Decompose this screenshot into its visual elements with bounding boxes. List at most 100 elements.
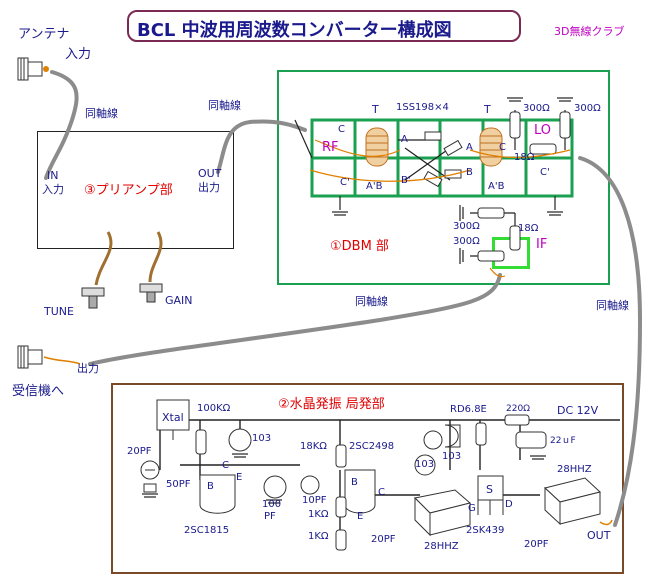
oscillator-block bbox=[111, 383, 624, 574]
dbm-r300-a: 300Ω bbox=[523, 103, 550, 114]
tune-knob-icon bbox=[81, 231, 113, 309]
trimmer-capacitor-icon bbox=[140, 460, 160, 493]
coax-label-4: 同軸線 bbox=[596, 299, 629, 312]
preamp-title: ③プリアンプ部 bbox=[84, 183, 173, 198]
fet-d-label: D bbox=[505, 499, 513, 510]
coil2-label: 28HHZ bbox=[557, 464, 592, 475]
tune-label: TUNE bbox=[44, 305, 74, 318]
preamp-block bbox=[37, 131, 234, 249]
capacitor-icons bbox=[228, 428, 443, 499]
lo-port-label: LO bbox=[534, 123, 552, 138]
c10pf-label: 10PF bbox=[302, 495, 327, 506]
c100pf-label: 100 bbox=[262, 499, 282, 510]
r18k-label: 18KΩ bbox=[300, 441, 327, 452]
transformer-icon-1 bbox=[365, 127, 389, 167]
tr1-part-label: 2SC1815 bbox=[184, 525, 230, 536]
transformer-1-label: T bbox=[372, 103, 379, 116]
electrolytic-capacitor-icon bbox=[515, 431, 547, 449]
c20pf-c-label: 20PF bbox=[524, 539, 549, 550]
tr2-b-label: B bbox=[351, 477, 358, 488]
dc-supply-label: DC 12V bbox=[557, 404, 599, 417]
fet-part-label: 2SK439 bbox=[466, 525, 505, 536]
r220-label: 220Ω bbox=[506, 404, 531, 414]
tr2-e-label: E bbox=[357, 511, 364, 522]
dbm-c1p: C' bbox=[340, 177, 350, 188]
dbm-a2: A bbox=[466, 142, 473, 153]
r1k-b-label: 1KΩ bbox=[308, 531, 329, 542]
tr2-c-label: C bbox=[378, 487, 385, 498]
preamp-in-label: IN bbox=[47, 169, 59, 182]
dbm-ab1: A'B bbox=[366, 181, 383, 192]
tr1-e-label: E bbox=[236, 472, 243, 483]
tr1-c-label: C bbox=[222, 460, 229, 471]
resistor-icons-dbm bbox=[477, 111, 571, 262]
receiver-connector-icon bbox=[17, 345, 43, 369]
r100k-label: 100KΩ bbox=[197, 403, 231, 414]
dbm-c1: C bbox=[338, 124, 345, 135]
osc-title: ②水晶発振 局発部 bbox=[278, 397, 385, 412]
dbm-r300-d: 300Ω bbox=[453, 236, 480, 247]
tr1-b-label: B bbox=[207, 481, 214, 492]
gain-knob-icon bbox=[139, 231, 163, 303]
diode-part-label: 1SS198×4 bbox=[396, 102, 449, 113]
dbm-r18-a: 18Ω bbox=[514, 152, 535, 163]
dbm-c2p: C' bbox=[540, 167, 550, 178]
to-receiver-label: 受信機へ bbox=[12, 384, 65, 399]
dbm-b2: B bbox=[466, 167, 473, 178]
regulator-label: RD6.8E bbox=[450, 404, 487, 415]
dbm-a1: A bbox=[401, 134, 408, 145]
coax-antenna-preamp bbox=[44, 70, 79, 180]
fet-icon bbox=[477, 475, 504, 515]
title-frame bbox=[127, 10, 521, 42]
dbm-title: ①DBM 部 bbox=[330, 239, 389, 254]
c20pf-a-label: 20PF bbox=[127, 446, 152, 457]
preamp-out-label-jp: 出力 bbox=[198, 181, 220, 194]
coax-preamp-dbm bbox=[216, 119, 307, 174]
transformer-2-label: T bbox=[484, 103, 491, 116]
antenna-label: アンテナ bbox=[18, 27, 70, 42]
resistor-icons-osc bbox=[195, 414, 530, 551]
transistor-icon-1 bbox=[199, 474, 236, 514]
c20pf-b-label: 20PF bbox=[371, 534, 396, 545]
crystal-icon bbox=[156, 399, 190, 440]
xtal-label: Xtal bbox=[162, 411, 184, 424]
dbm-c2: C bbox=[499, 142, 506, 153]
preamp-out-label: OUT bbox=[198, 167, 222, 180]
antenna-connector-icon bbox=[17, 57, 49, 81]
osc-out-label: OUT bbox=[587, 529, 611, 542]
page-title: BCL 中波用周波数コンバーター構成図 bbox=[137, 20, 452, 41]
preamp-in-label-jp: 入力 bbox=[42, 183, 64, 196]
ground-icons bbox=[332, 97, 573, 264]
antenna-input-label: 入力 bbox=[65, 47, 92, 62]
tr2-part-label: 2SC2498 bbox=[349, 441, 395, 452]
rf-port-label: RF bbox=[322, 140, 339, 155]
gain-label: GAIN bbox=[165, 294, 193, 307]
cap-103-b-label: 103 bbox=[415, 459, 435, 470]
coax-label-2: 同軸線 bbox=[208, 99, 241, 112]
regulator-icon bbox=[444, 424, 461, 448]
dbm-r300-b: 300Ω bbox=[574, 103, 601, 114]
dbm-ab2: A'B bbox=[488, 181, 505, 192]
receiver-out-label: 出力 bbox=[77, 362, 99, 375]
coax-dbm-receiver bbox=[88, 273, 502, 366]
r1k-a-label: 1KΩ bbox=[308, 509, 329, 520]
dbm-b1p: B' bbox=[401, 175, 411, 186]
cap-103-c-label: 103 bbox=[442, 451, 462, 462]
club-name: 3D無線クラブ bbox=[554, 25, 625, 38]
c100pf-unit-label: PF bbox=[264, 511, 276, 522]
transistor-icon-2 bbox=[344, 469, 376, 514]
cap-103-a-label: 103 bbox=[252, 433, 272, 444]
fet-g-label: G bbox=[468, 503, 476, 514]
coax-label-3: 同軸線 bbox=[355, 295, 388, 308]
coil-icon-1 bbox=[413, 489, 472, 537]
if-port-label: IF bbox=[536, 237, 548, 252]
coil1-label: 28HHZ bbox=[424, 541, 459, 552]
dbm-r18-b: 18Ω bbox=[518, 223, 539, 234]
dbm-r300-c: 300Ω bbox=[453, 221, 480, 232]
c22u-label: 22ｕF bbox=[550, 436, 576, 446]
coax-lo-osc bbox=[578, 156, 643, 527]
coax-label-1: 同軸線 bbox=[85, 107, 118, 120]
coil-icon-2 bbox=[543, 477, 602, 526]
